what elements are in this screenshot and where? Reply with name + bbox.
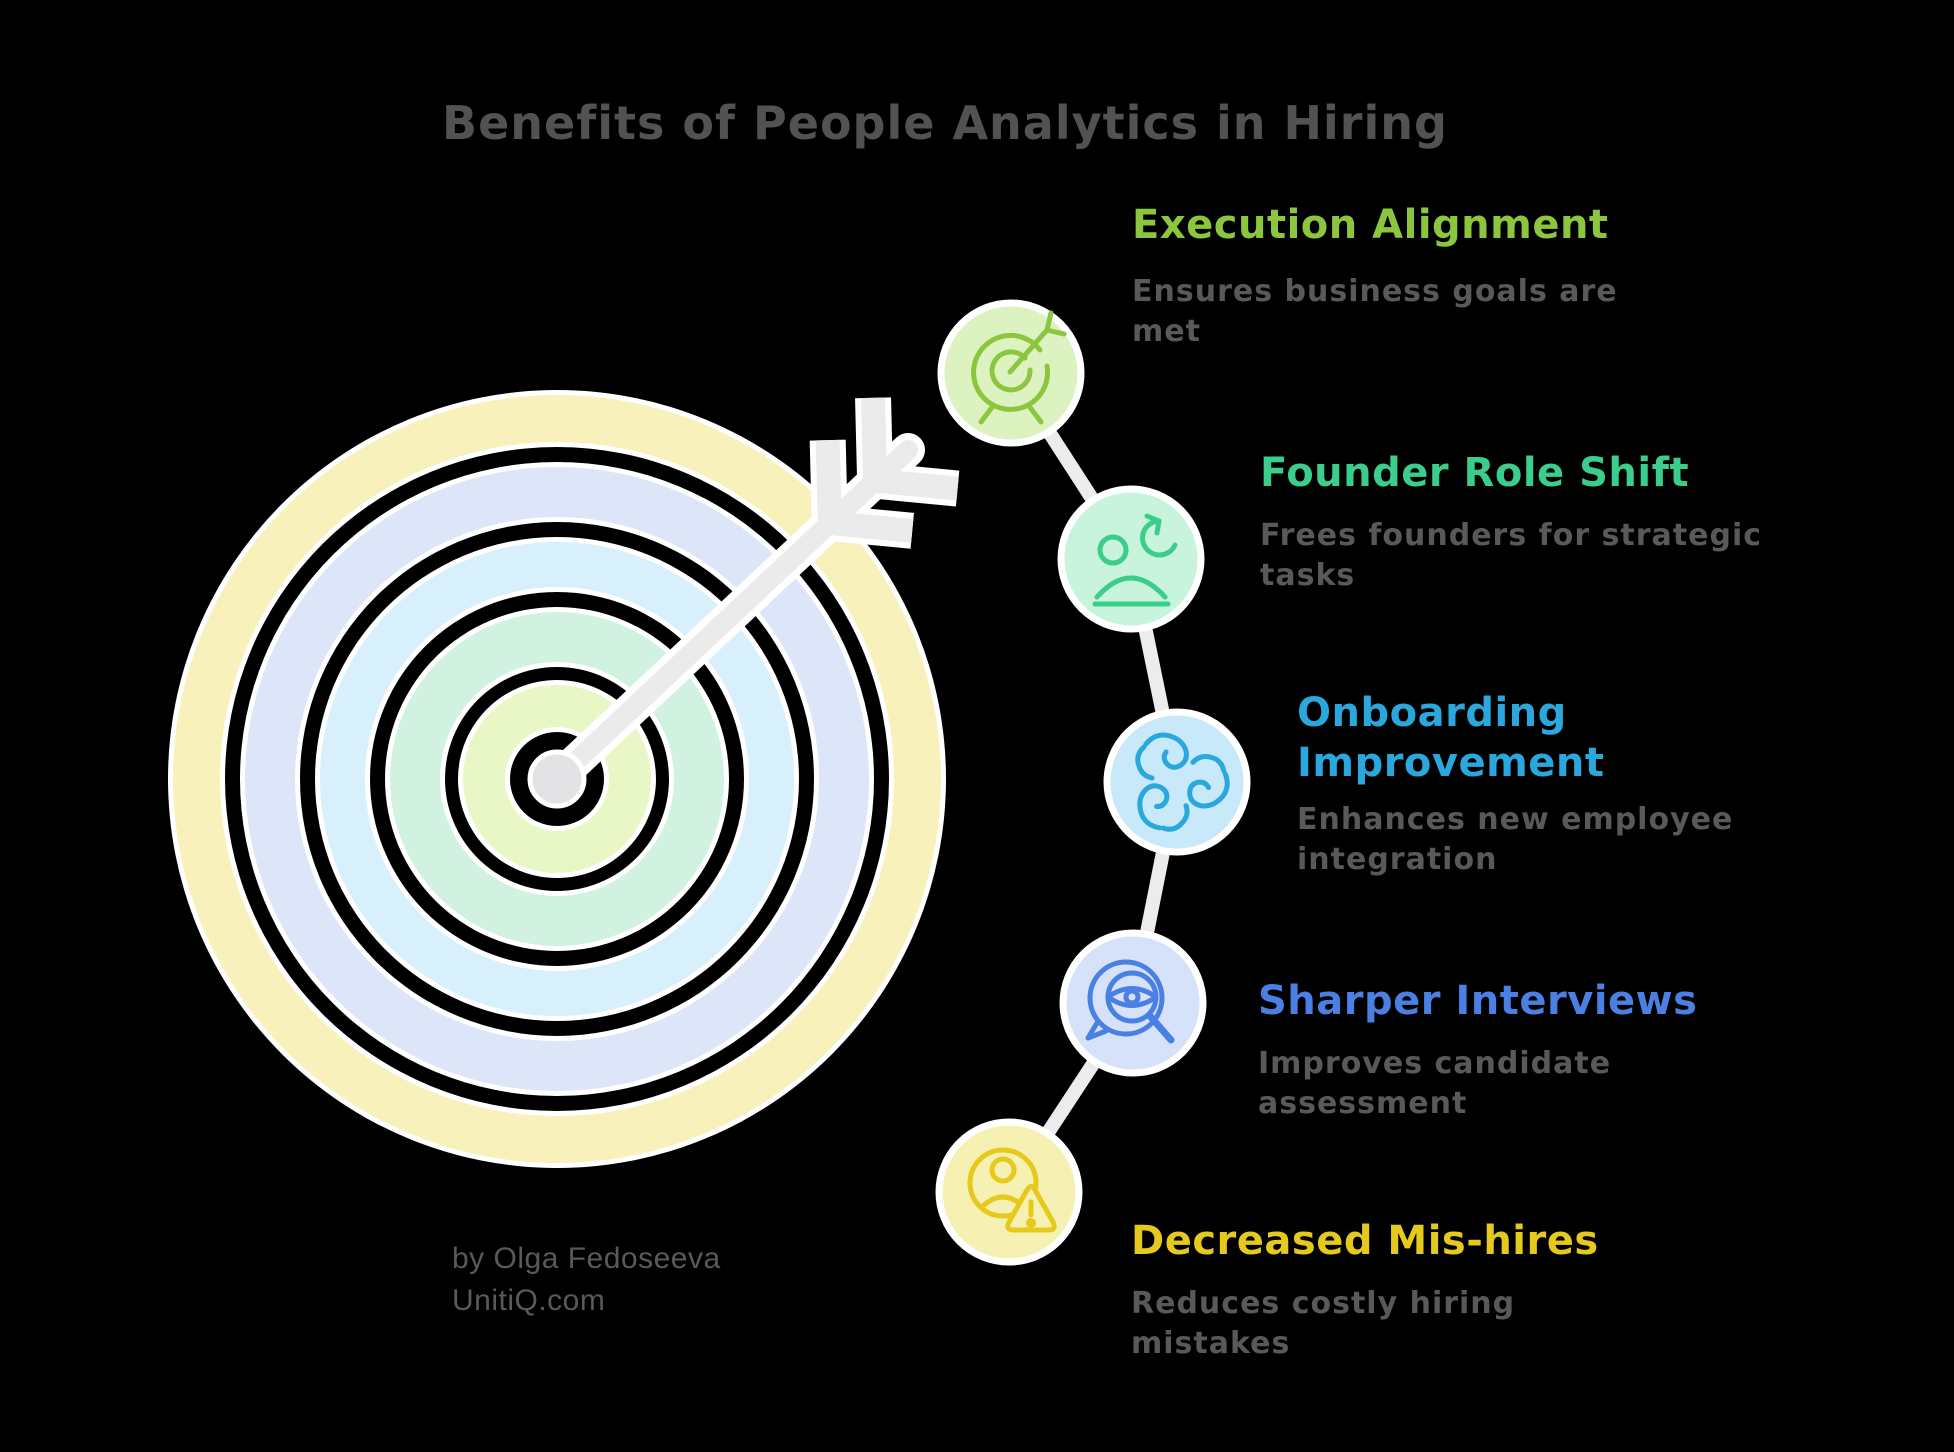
item-desc-decreased-mis-hires: Reduces costly hiring mistakes <box>1131 1286 1516 1361</box>
item-title-founder-role-shift: Founder Role Shift <box>1260 450 1690 496</box>
byline-author: by Olga Fedoseeva <box>452 1242 721 1275</box>
item-desc-onboarding-improvement: Enhances new employee integration <box>1297 802 1734 877</box>
item-desc-founder-role-shift: Frees founders for strategic tasks <box>1260 518 1763 593</box>
target-dart-icon <box>971 310 1067 425</box>
item-title-decreased-mis-hires: Decreased Mis-hires <box>1131 1218 1599 1264</box>
person-warning-icon <box>967 1147 1057 1233</box>
page-title: Benefits of People Analytics in Hiring <box>442 96 1448 150</box>
item-desc-sharper-interviews: Improves candidate assessment <box>1258 1046 1612 1121</box>
hands-together-icon <box>1135 732 1230 832</box>
item-title-onboarding-improvement: Onboarding Improvement <box>1297 690 1605 786</box>
badge-founder-role-shift <box>1057 485 1205 633</box>
eye-magnifier-icon <box>1085 959 1175 1044</box>
badge-decreased-mis-hires <box>935 1118 1083 1266</box>
person-refresh-icon <box>1092 513 1178 607</box>
arrow-tip-dot <box>527 749 587 809</box>
byline-site: UnitiQ.com <box>452 1284 606 1317</box>
byline: by Olga Fedoseeva UnitiQ.com <box>452 1238 721 1322</box>
arrow-icon <box>527 397 960 809</box>
item-title-execution-alignment: Execution Alignment <box>1132 202 1609 248</box>
item-title-sharper-interviews: Sharper Interviews <box>1258 978 1698 1024</box>
item-desc-execution-alignment: Ensures business goals are met <box>1132 274 1618 349</box>
